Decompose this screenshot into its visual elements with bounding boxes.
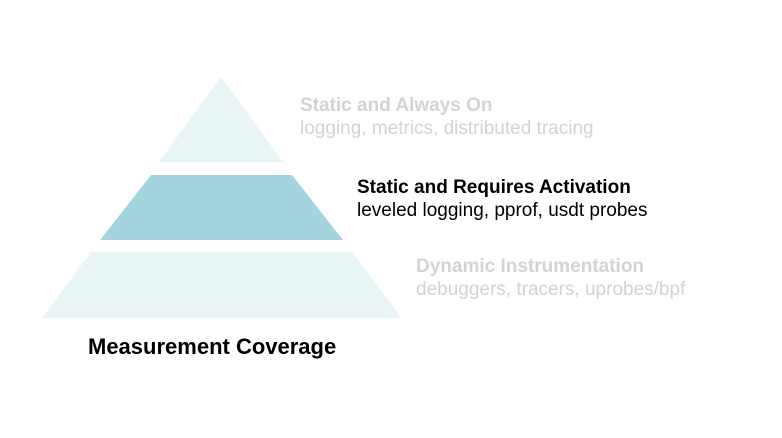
tier-top-title: Static and Always On: [300, 95, 493, 116]
pyramid-tier-middle: [100, 175, 343, 240]
tier-top-label: Static and Always On logging, metrics, d…: [300, 94, 594, 140]
tier-middle-title: Static and Requires Activation: [357, 177, 631, 198]
tier-bottom-description: debuggers, tracers, uprobes/bpf: [416, 279, 686, 300]
tier-middle-description: leveled logging, pprof, usdt probes: [357, 200, 648, 221]
tier-bottom-label: Dynamic Instrumentation debuggers, trace…: [416, 255, 685, 301]
tier-middle-label: Static and Requires Activation leveled l…: [357, 176, 647, 222]
pyramid-tier-top: [159, 77, 283, 162]
tier-bottom-title: Dynamic Instrumentation: [416, 256, 645, 277]
pyramid-tier-bottom: [42, 252, 402, 318]
tier-top-description: logging, metrics, distributed tracing: [300, 118, 594, 139]
measurement-coverage-label: Measurement Coverage: [88, 334, 337, 359]
